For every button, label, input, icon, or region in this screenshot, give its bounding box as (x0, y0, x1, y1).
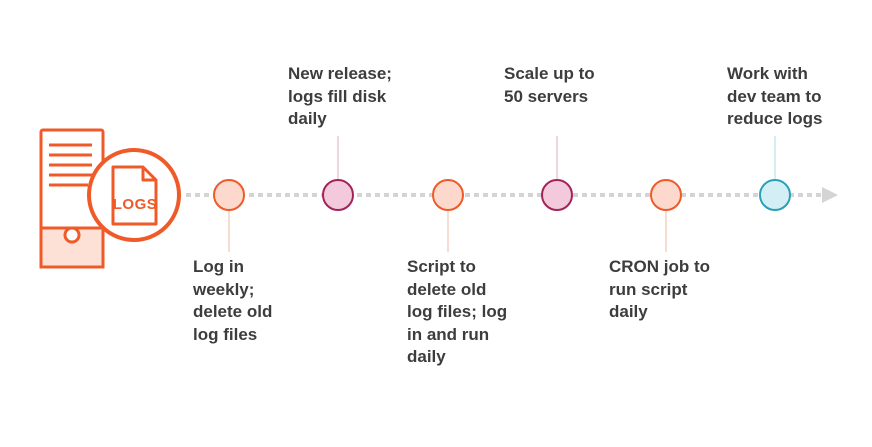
step-node (322, 179, 354, 211)
server-vent-lines (49, 143, 92, 187)
step-node (759, 179, 791, 211)
power-button-icon (63, 226, 81, 244)
step-label: Script to delete old log files; log in a… (407, 257, 508, 366)
step-node (541, 179, 573, 211)
server-logs-icon: LOGS (39, 128, 181, 269)
document-fold (141, 167, 156, 182)
timeline-arrow-head (822, 187, 838, 203)
step-label: Work with dev team to reduce logs (727, 64, 823, 128)
step-label: CRON job to run script daily (609, 257, 711, 321)
logs-badge-text: LOGS (113, 196, 158, 213)
step-node (650, 179, 682, 211)
step-label: Log in weekly; delete old log files (193, 257, 273, 344)
timeline-steps (213, 136, 791, 252)
step-label: New release; logs fill disk daily (288, 64, 392, 128)
step-label: Scale up to 50 servers (504, 64, 595, 106)
step-node (432, 179, 464, 211)
step-node (213, 179, 245, 211)
